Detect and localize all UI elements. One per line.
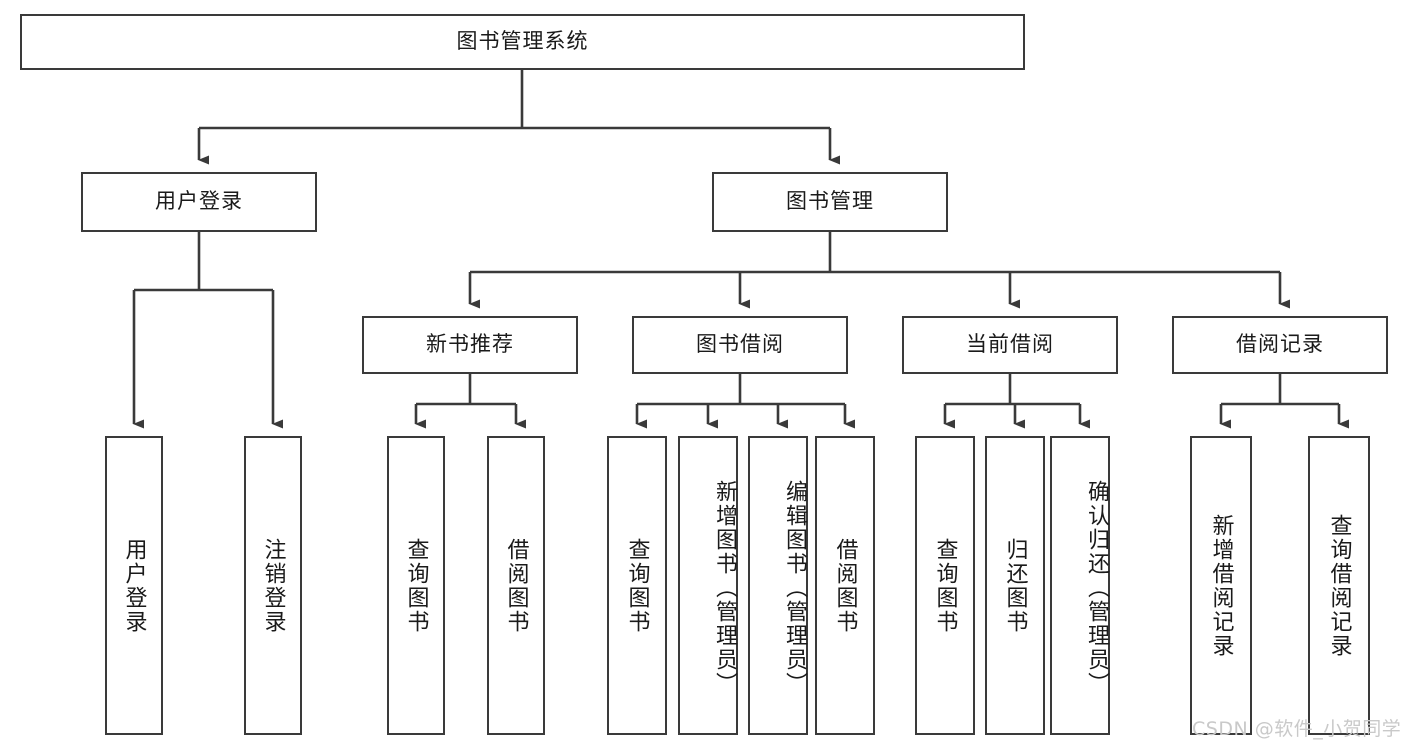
leaf-query-books-current[interactable]: 查询图书 bbox=[915, 436, 975, 735]
node-root-system[interactable]: 图书管理系统 bbox=[20, 14, 1025, 70]
leaf-add-book-admin[interactable]: 新增图书（管理员） bbox=[678, 436, 738, 735]
leaf-edit-book-admin[interactable]: 编辑图书（管理员） bbox=[748, 436, 808, 735]
leaf-return-books[interactable]: 归还图书 bbox=[985, 436, 1045, 735]
leaf-borrow-books[interactable]: 借阅图书 bbox=[815, 436, 875, 735]
leaf-user-login[interactable]: 用户登录 bbox=[105, 436, 163, 735]
node-current-borrow[interactable]: 当前借阅 bbox=[902, 316, 1118, 374]
csdn-watermark: CSDN @软件_小贺同学 bbox=[1192, 718, 1402, 740]
leaf-add-borrow-record[interactable]: 新增借阅记录 bbox=[1190, 436, 1252, 735]
leaf-confirm-return-admin[interactable]: 确认归还（管理员） bbox=[1050, 436, 1110, 735]
leaf-query-borrow-record[interactable]: 查询借阅记录 bbox=[1308, 436, 1370, 735]
node-new-book-recommend[interactable]: 新书推荐 bbox=[362, 316, 578, 374]
leaf-query-books-recommend[interactable]: 查询图书 bbox=[387, 436, 445, 735]
node-user-login[interactable]: 用户登录 bbox=[81, 172, 317, 232]
leaf-borrow-books-recommend[interactable]: 借阅图书 bbox=[487, 436, 545, 735]
leaf-query-books-borrow[interactable]: 查询图书 bbox=[607, 436, 667, 735]
node-borrow-records[interactable]: 借阅记录 bbox=[1172, 316, 1388, 374]
node-book-borrow[interactable]: 图书借阅 bbox=[632, 316, 848, 374]
leaf-logout[interactable]: 注销登录 bbox=[244, 436, 302, 735]
node-book-management[interactable]: 图书管理 bbox=[712, 172, 948, 232]
